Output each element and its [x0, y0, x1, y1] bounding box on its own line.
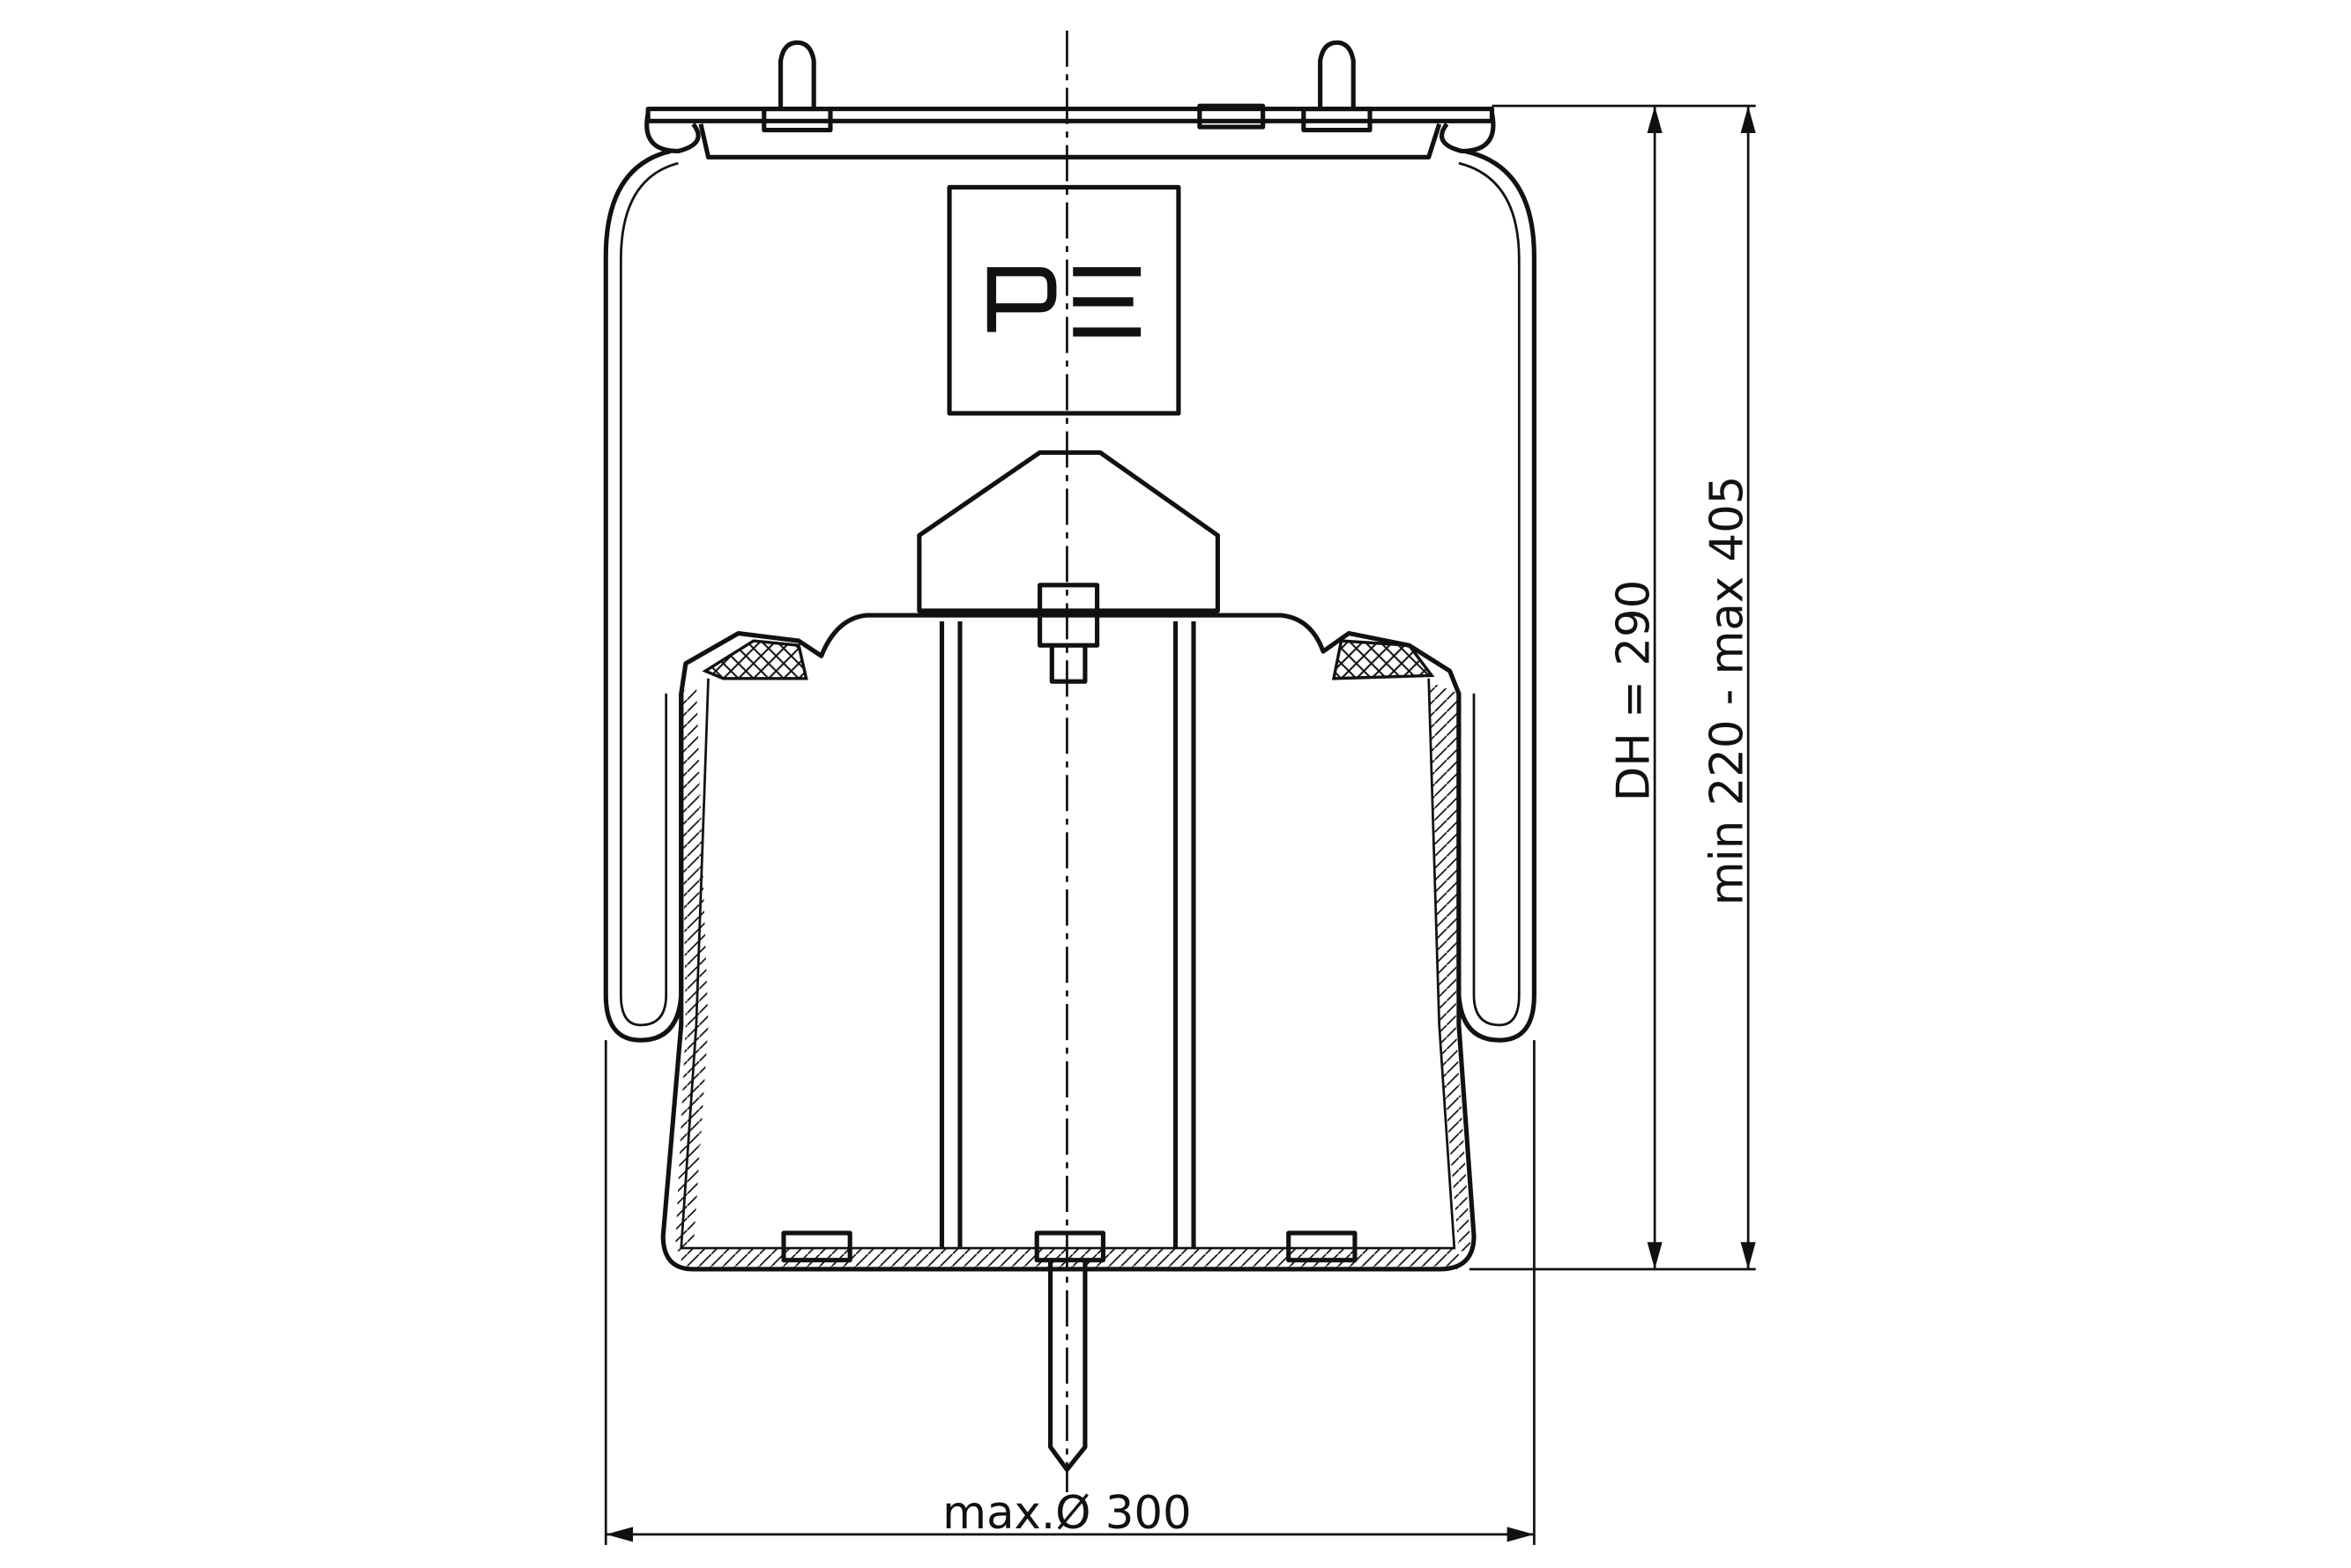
max-diameter-label: max.Ø 300 — [942, 1487, 1192, 1540]
top-mounting-plate — [644, 107, 1496, 160]
pe-logo — [947, 184, 1181, 416]
bump-stop — [917, 450, 1220, 613]
mounting-stud-left — [762, 40, 833, 133]
piston — [660, 583, 1477, 1272]
air-inlet — [1197, 103, 1266, 130]
dimension-lines — [604, 104, 1756, 1545]
rubber-bellows — [603, 148, 1536, 1043]
mounting-stud-right — [1301, 40, 1373, 133]
design-height-label: DH = 290 — [1607, 580, 1660, 801]
stroke-range-label: min 220 - max 405 — [1700, 476, 1753, 906]
